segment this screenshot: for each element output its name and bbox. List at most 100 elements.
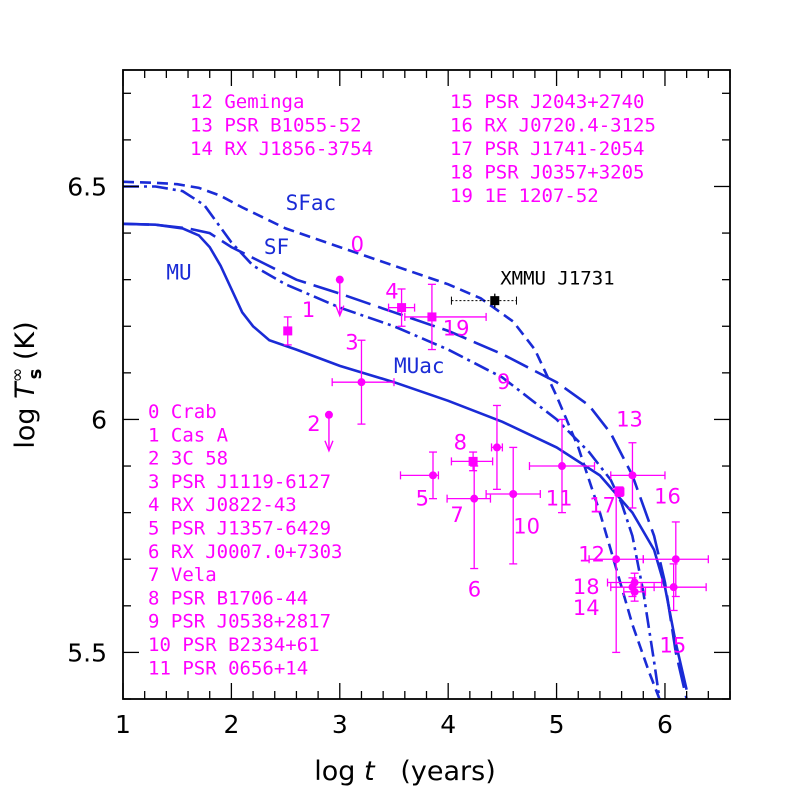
data-point-9: 9 [485, 370, 541, 565]
x-axis-label: log t (years) [314, 756, 495, 787]
legend-left-item: 8 PSR B1706-44 [148, 587, 308, 609]
curve-mu [123, 222, 688, 690]
data-point-6: 6 [446, 465, 492, 601]
data-point-18: 18 [573, 572, 663, 599]
point-label: 7 [450, 503, 463, 527]
point-label: 8 [454, 431, 467, 455]
data-point-12: 12 [578, 442, 666, 567]
point-label: 19 [443, 317, 470, 341]
data-point-13: 13 [614, 407, 643, 497]
point-label: 12 [578, 543, 605, 567]
legend-left-item: 2 3C 58 [148, 448, 228, 470]
point-marker [671, 555, 680, 564]
point-label: 9 [497, 370, 510, 394]
point-label: 11 [546, 487, 573, 511]
point-label: 18 [573, 575, 600, 599]
y-tick-label: 5.5 [67, 638, 107, 667]
point-label: 4 [385, 279, 398, 303]
data-point-10: 10 [513, 418, 596, 539]
curve-label-sf: SF [264, 235, 289, 259]
point-label: 1 [302, 298, 315, 322]
point-marker [557, 462, 566, 471]
data-point-3: 3 [331, 331, 395, 425]
legend-top-right-item: 19 1E 1207-52 [450, 185, 599, 207]
x-tick-label: 6 [657, 710, 673, 739]
legend-left-item: 0 Crab [148, 401, 217, 423]
data-point-xmmu-j1731: XMMU J1731 [450, 267, 615, 308]
legend-left-item: 4 RX J0822-43 [148, 494, 297, 516]
point-marker [468, 456, 478, 466]
data-point-19: 19 [404, 283, 487, 351]
x-tick-label: 3 [332, 710, 348, 739]
legend-left-item: 10 PSR B2334+61 [148, 634, 320, 656]
point-marker [427, 312, 437, 322]
point-marker [397, 303, 407, 313]
point-marker [490, 296, 500, 306]
x-tick-label: 4 [440, 710, 456, 739]
x-tick-label: 5 [549, 710, 565, 739]
point-marker [335, 275, 344, 284]
point-marker [630, 578, 639, 587]
curve-label-sfac: SFac [286, 191, 337, 215]
legend-top-right-item: 17 PSR J1741-2054 [450, 138, 644, 160]
point-label: 10 [513, 515, 540, 539]
point-marker [283, 326, 293, 336]
legend-top-right-item: 18 PSR J0357+3205 [450, 162, 644, 184]
legend-top-left-item: 13 PSR B1055-52 [190, 115, 362, 137]
y-tick-label: 6 [91, 405, 107, 434]
curve-label-muac: MUac [394, 354, 445, 378]
point-label: 16 [654, 484, 681, 508]
legend-left-item: 6 RX J0007.0+7303 [148, 541, 342, 563]
data-point-0: 0 [335, 233, 364, 318]
x-tick-label: 1 [115, 710, 131, 739]
data-point-2: 2 [307, 410, 334, 453]
x-tick-label: 2 [223, 710, 239, 739]
legend-left-item: 11 PSR 0656+14 [148, 657, 308, 679]
curve-sfac [123, 180, 662, 699]
legend-top-right-item: 16 RX J0720.4-3125 [450, 115, 656, 137]
point-label: 14 [573, 596, 600, 620]
point-label: 6 [468, 577, 481, 601]
data-point-11: 11 [546, 487, 644, 654]
legend-left-item: 7 Vela [148, 564, 217, 586]
legend-left-item: 9 PSR J0538+2817 [148, 611, 331, 633]
legend-left-item: 5 PSR J1357-6429 [148, 518, 331, 540]
point-label: XMMU J1731 [500, 267, 614, 289]
y-tick-label: 6.5 [67, 172, 107, 201]
data-point-14: 14 [573, 577, 655, 620]
data-point-1: 1 [283, 298, 315, 346]
curve-label-mu: MU [166, 261, 191, 285]
point-marker [628, 471, 637, 480]
data-point-17: 17 [589, 494, 647, 602]
point-label: 3 [345, 331, 358, 355]
point-marker [509, 489, 518, 498]
point-label: 17 [589, 494, 616, 518]
point-label: 2 [307, 412, 320, 436]
data-point-16: 16 [642, 484, 709, 598]
upper-limit-arrowhead [324, 440, 334, 453]
legend-left-item: 1 Cas A [148, 424, 229, 446]
legend-top-left-item: 14 RX J1856-3754 [190, 138, 373, 160]
point-marker [324, 410, 333, 419]
point-marker [470, 494, 479, 503]
point-marker [357, 378, 366, 387]
point-label: 15 [660, 633, 687, 657]
point-marker [612, 555, 621, 564]
curve-muac [123, 185, 661, 699]
legend-top-right-item: 15 PSR J2043+2740 [450, 91, 644, 113]
legend-left-item: 3 PSR J1119-6127 [148, 471, 331, 493]
legend-top-left-item: 12 Geminga [190, 91, 304, 113]
curve-sf [123, 222, 688, 699]
point-marker [429, 471, 438, 480]
point-label: 13 [616, 407, 643, 431]
point-label: 5 [416, 487, 429, 511]
data-point-5: 5 [399, 451, 440, 511]
y-axis-label: log T∞s (K) [7, 321, 46, 448]
point-marker [614, 487, 624, 497]
